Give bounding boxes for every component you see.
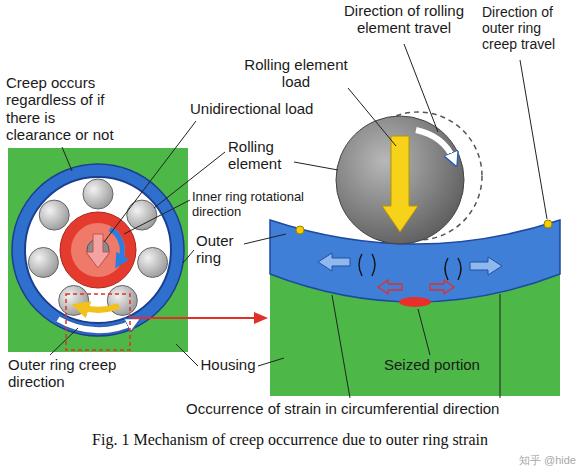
compression-mark (359, 254, 375, 276)
creep-arrow (58, 319, 134, 330)
callout-label: Outer ring (196, 232, 256, 267)
callout-label: Rolling element (228, 138, 294, 173)
strain-arrow (378, 280, 402, 294)
strain-arrow (318, 253, 350, 271)
leader-line (404, 44, 438, 132)
creep-arrow-outline (58, 319, 134, 330)
callout-label: Creep occurs regardless of if there is c… (6, 74, 120, 143)
strain-arrow (430, 280, 454, 294)
seized-portion (399, 297, 431, 307)
leader-line (50, 328, 78, 355)
rolling-element (127, 200, 157, 230)
strain-arrow (470, 257, 502, 275)
leader-line (258, 358, 284, 366)
leader-line (104, 121, 196, 242)
callout-label: Direction of rolling element travel (326, 2, 482, 37)
leader-line (332, 295, 350, 398)
reference-dot (296, 226, 304, 234)
load-arrow (382, 136, 418, 232)
detail-arrow (132, 317, 256, 319)
leader-line (176, 344, 198, 366)
callout-label: Occurrence of strain in circumferential … (186, 400, 574, 417)
rolling-element (83, 179, 113, 209)
outer-ring (12, 164, 184, 336)
detail-arrow-head (254, 312, 268, 324)
callout-label: Outer ring creep direction (8, 356, 158, 391)
rotation-arrow (110, 229, 122, 262)
inner-ring-face (71, 223, 125, 277)
leader-line (418, 309, 430, 355)
callout-label: Unidirectional load (190, 100, 330, 117)
rolling-element (336, 116, 464, 244)
leader-line (294, 162, 338, 170)
outer-ring-bore (25, 177, 171, 323)
leader-line (348, 88, 396, 146)
callout-label: Seized portion (384, 356, 514, 373)
leader-line (183, 250, 194, 263)
figure-caption: Fig. 1 Mechanism of creep occurrence due… (24, 430, 556, 449)
detail-box (66, 294, 130, 350)
leader-line (244, 234, 286, 244)
leader-line (500, 294, 501, 398)
travel-arrow (416, 130, 454, 160)
leader-line (50, 44, 547, 398)
housing-block (8, 148, 188, 352)
rolling-element (138, 247, 168, 277)
callout-label: Rolling element load (244, 56, 348, 91)
rolling-element (28, 179, 167, 315)
leader-line (62, 147, 72, 171)
creep-crescent-arrow (80, 306, 119, 310)
reference-dot (544, 220, 552, 228)
inner-ring (60, 212, 136, 288)
rolling-element (39, 200, 69, 230)
leader-line (520, 60, 547, 219)
callout-label: Housing (188, 356, 268, 373)
callout-label: Inner ring rotational direction (192, 190, 324, 220)
rolling-element (28, 247, 58, 277)
compression-mark (445, 258, 461, 280)
leader-line (124, 200, 190, 234)
callout-label: Direction of outer ring creep travel (482, 4, 576, 52)
watermark: 知乎 @hide (496, 454, 576, 467)
